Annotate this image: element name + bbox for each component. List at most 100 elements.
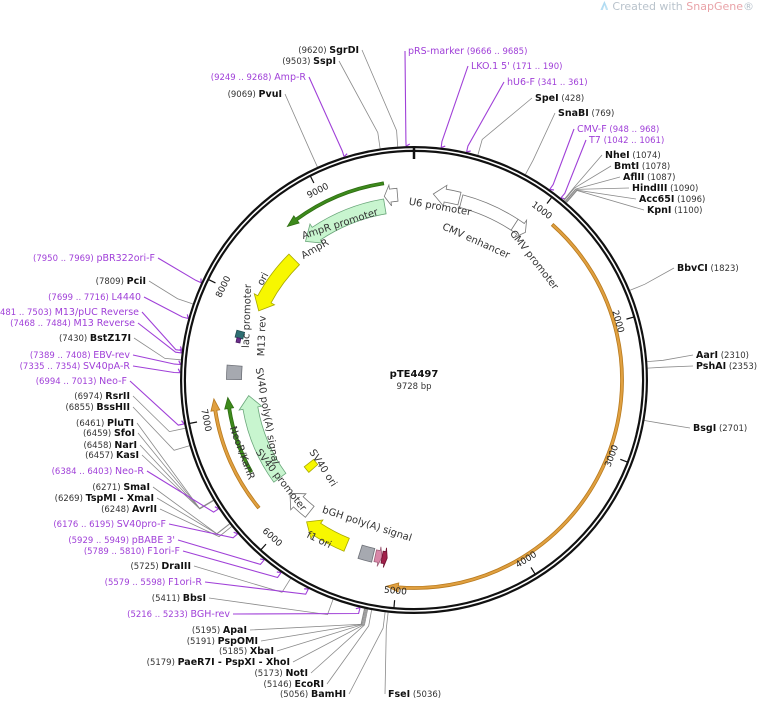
primer-label[interactable]: LKO.1 5' (171 .. 190) bbox=[471, 61, 562, 72]
primer-label[interactable]: (7699 .. 7716) L4440 bbox=[48, 292, 141, 303]
enzyme-label[interactable]: BsgI (2701) bbox=[693, 423, 747, 434]
enzyme-label[interactable]: (6974) RsrII bbox=[74, 391, 130, 402]
feature-bgh-poly-a-signal[interactable] bbox=[357, 544, 376, 563]
primer-line bbox=[157, 257, 202, 284]
enzyme-label[interactable]: (5411) BbsI bbox=[152, 593, 206, 604]
enzyme-label[interactable]: BmtI (1078) bbox=[614, 161, 670, 172]
enzyme-label[interactable]: FseI (5036) bbox=[388, 689, 441, 700]
enzyme-label[interactable]: (7430) BstZ17I bbox=[59, 333, 131, 344]
site-text: (5411) BbsI bbox=[152, 593, 206, 604]
site-position: (6459) bbox=[83, 429, 111, 439]
feature-ampr[interactable] bbox=[304, 198, 387, 244]
feature-feature-12[interactable] bbox=[224, 396, 254, 474]
site-name: pBABE 3' bbox=[132, 535, 175, 546]
tick-label: 7000 bbox=[198, 408, 212, 433]
primer-label[interactable]: (5579 .. 5598) F1ori-R bbox=[105, 577, 203, 588]
enzyme-label[interactable]: (5191) PspOMI bbox=[187, 636, 258, 647]
primer-label[interactable]: (7950 .. 7969) pBR322ori-F bbox=[33, 253, 155, 264]
enzyme-label[interactable]: SpeI (428) bbox=[535, 93, 584, 104]
enzyme-label[interactable]: KpnI (1100) bbox=[647, 205, 702, 216]
primer-label[interactable]: (7335 .. 7354) SV40pA-R bbox=[20, 361, 131, 372]
site-text: (7468 .. 7484) M13 Reverse bbox=[10, 318, 135, 329]
enzyme-label[interactable]: (6461) PluTI bbox=[76, 418, 134, 429]
primer-label[interactable]: (5789 .. 5810) F1ori-F bbox=[84, 546, 180, 557]
primer-label[interactable]: (5216 .. 5233) BGH-rev bbox=[127, 609, 230, 620]
site-text: (6271) SmaI bbox=[92, 482, 150, 493]
site-text: hU6-F (341 .. 361) bbox=[507, 77, 588, 88]
enzyme-label[interactable]: AarI (2310) bbox=[696, 350, 749, 361]
enzyme-label[interactable]: (6271) SmaI bbox=[92, 482, 150, 493]
site-name: BstZ17I bbox=[90, 333, 131, 344]
feature-sv40-ori[interactable] bbox=[303, 458, 319, 473]
primer-label[interactable]: T7 (1042 .. 1061) bbox=[588, 135, 664, 146]
enzyme-label[interactable]: BbvCI (1823) bbox=[677, 263, 739, 274]
site-text: (5179) PaeR7I - PspXI - XhoI bbox=[147, 657, 290, 668]
tick-mark bbox=[189, 421, 198, 425]
enzyme-label[interactable]: (9069) PvuI bbox=[228, 89, 282, 100]
feature-feature-13[interactable] bbox=[210, 397, 261, 510]
tick-mark bbox=[260, 543, 267, 551]
enzyme-line bbox=[132, 395, 186, 433]
feature-cmv-promoter[interactable] bbox=[510, 218, 528, 239]
enzyme-label[interactable]: (9503) SspI bbox=[282, 56, 336, 67]
site-position: (5929 .. 5949) bbox=[68, 536, 129, 546]
enzyme-label[interactable]: (9620) SgrDI bbox=[298, 45, 359, 56]
enzyme-label[interactable]: (6458) NarI bbox=[83, 440, 137, 451]
feature-ori[interactable] bbox=[253, 253, 301, 312]
enzyme-label[interactable]: PshAI (2353) bbox=[696, 361, 757, 372]
feature-f1-ori[interactable] bbox=[306, 519, 350, 552]
feature-m13-rev[interactable] bbox=[235, 337, 242, 344]
enzyme-label[interactable]: NheI (1074) bbox=[605, 150, 661, 161]
feature-feature-3[interactable] bbox=[385, 223, 624, 593]
enzyme-label[interactable]: HindIII (1090) bbox=[632, 183, 698, 194]
primer-label[interactable]: (7468 .. 7484) M13 Reverse bbox=[10, 318, 135, 329]
primer-arrow-icon bbox=[178, 360, 182, 365]
enzyme-label[interactable]: (5725) DraIII bbox=[130, 561, 191, 572]
enzyme-label[interactable]: SnaBI (769) bbox=[558, 108, 614, 119]
enzyme-label[interactable]: (6459) SfoI bbox=[83, 428, 135, 439]
primer-label[interactable]: (5929 .. 5949) pBABE 3' bbox=[68, 535, 175, 546]
primer-label[interactable]: (7481 .. 7503) M13/pUC Reverse bbox=[0, 307, 139, 318]
feature-feature-19[interactable] bbox=[380, 547, 388, 568]
enzyme-label[interactable]: (5173) NotI bbox=[254, 668, 308, 679]
primer-label[interactable]: (7389 .. 7408) EBV-rev bbox=[30, 350, 131, 361]
feature-neor-kanr[interactable] bbox=[238, 395, 287, 483]
primer-label[interactable]: (9249 .. 9268) Amp-R bbox=[211, 72, 307, 83]
primer-label[interactable]: CMV-F (948 .. 968) bbox=[577, 124, 659, 135]
primer-label[interactable]: pRS-marker (9666 .. 9685) bbox=[408, 46, 527, 57]
feature-sv40-promoter[interactable] bbox=[289, 492, 315, 518]
site-name: NheI bbox=[605, 150, 630, 161]
site-text: (9249 .. 9268) Amp-R bbox=[211, 72, 307, 83]
site-position: (9069) bbox=[228, 90, 256, 100]
site-name: BmtI bbox=[614, 161, 639, 172]
feature-feature-6[interactable] bbox=[286, 181, 385, 228]
feature-ampr-promoter[interactable] bbox=[383, 183, 399, 207]
feature-lac-promoter[interactable] bbox=[234, 329, 246, 340]
primer-label[interactable]: (6176 .. 6195) SV40pro-F bbox=[53, 519, 166, 530]
feature-sv40-poly-a-signal[interactable] bbox=[226, 364, 243, 381]
enzyme-label[interactable]: (6269) TspMI - XmaI bbox=[55, 493, 154, 504]
enzyme-label[interactable]: AflII (1087) bbox=[623, 172, 675, 183]
site-name: SpeI bbox=[535, 93, 559, 104]
enzyme-label[interactable]: (6248) AvrII bbox=[101, 504, 157, 515]
enzyme-label[interactable]: Acc65I (1096) bbox=[639, 194, 705, 205]
enzyme-label[interactable]: (7809) PciI bbox=[96, 276, 146, 287]
site-position: (5195) bbox=[192, 626, 220, 636]
primer-label[interactable]: (6994 .. 7013) Neo-F bbox=[36, 376, 127, 387]
primer-label[interactable]: hU6-F (341 .. 361) bbox=[507, 77, 588, 88]
enzyme-label[interactable]: (6457) KasI bbox=[85, 450, 139, 461]
primer-label[interactable]: (6384 .. 6403) Neo-R bbox=[52, 466, 145, 477]
feature-label: lac promoter bbox=[241, 283, 254, 348]
site-text: (6384 .. 6403) Neo-R bbox=[52, 466, 145, 477]
site-position: (6271) bbox=[92, 483, 120, 493]
enzyme-label[interactable]: (5195) ApaI bbox=[192, 625, 247, 636]
feature-feature-18[interactable] bbox=[373, 546, 383, 567]
enzyme-label[interactable]: (5185) XbaI bbox=[219, 646, 274, 657]
enzyme-label[interactable]: (5179) PaeR7I - PspXI - XhoI bbox=[147, 657, 290, 668]
feature-u6-promoter[interactable] bbox=[432, 184, 462, 207]
enzyme-label[interactable]: (5146) EcoRI bbox=[264, 679, 324, 690]
site-position: (5725) bbox=[130, 562, 158, 572]
enzyme-label[interactable]: (5056) BamHI bbox=[280, 689, 346, 700]
enzyme-line bbox=[384, 612, 389, 695]
enzyme-label[interactable]: (6855) BssHII bbox=[65, 402, 130, 413]
